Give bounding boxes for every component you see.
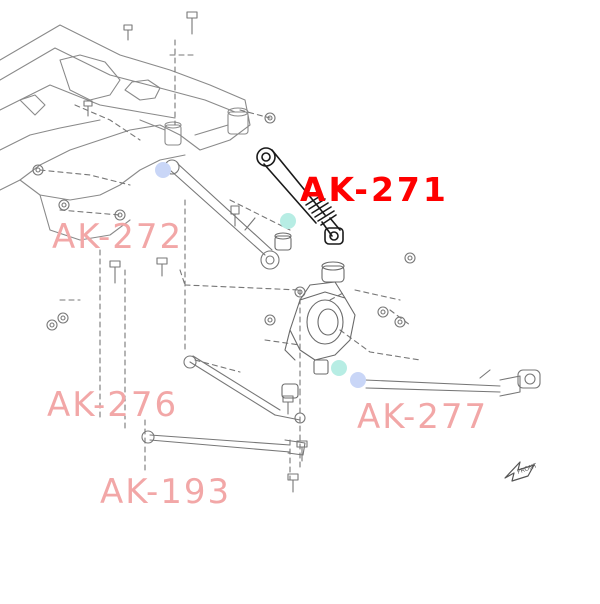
bolt (156, 257, 168, 277)
label-ak272: AK-272 (52, 217, 184, 257)
label-ak276: AK-276 (47, 385, 179, 425)
label-ak271: AK-271 (300, 170, 449, 209)
nut (394, 316, 406, 328)
markers (155, 162, 366, 388)
hardware (32, 11, 416, 493)
bolt (282, 395, 294, 415)
leader-lines (39, 39, 421, 481)
nut (404, 252, 416, 264)
front-arrow-icon: FRONT (504, 461, 538, 482)
nut (58, 199, 70, 211)
bolt (83, 100, 93, 117)
marker-teal-ak276 (331, 360, 347, 376)
marker-blue-ak277 (350, 372, 366, 388)
bolt (296, 440, 308, 462)
marker-blue-ak272 (155, 162, 171, 178)
label-ak193: AK-193 (100, 472, 232, 512)
nut (377, 306, 389, 318)
arm-ak272 (164, 159, 280, 270)
nut (264, 112, 276, 124)
nut (32, 164, 44, 176)
knuckle (274, 232, 356, 399)
arm-ak276 (183, 355, 306, 424)
subframe (0, 24, 251, 241)
arm-ak193 (141, 430, 306, 456)
nut (264, 314, 276, 326)
nut (46, 319, 58, 331)
label-ak277: AK-277 (357, 397, 489, 437)
nut (57, 312, 69, 324)
arm-ak271 (256, 147, 344, 245)
arm-ak277 (364, 369, 541, 397)
nut (114, 209, 126, 221)
marker-teal-ak271 (280, 213, 296, 229)
bolt (287, 473, 299, 493)
bolt (186, 11, 198, 35)
bolt (123, 24, 133, 41)
bolt (109, 260, 121, 284)
